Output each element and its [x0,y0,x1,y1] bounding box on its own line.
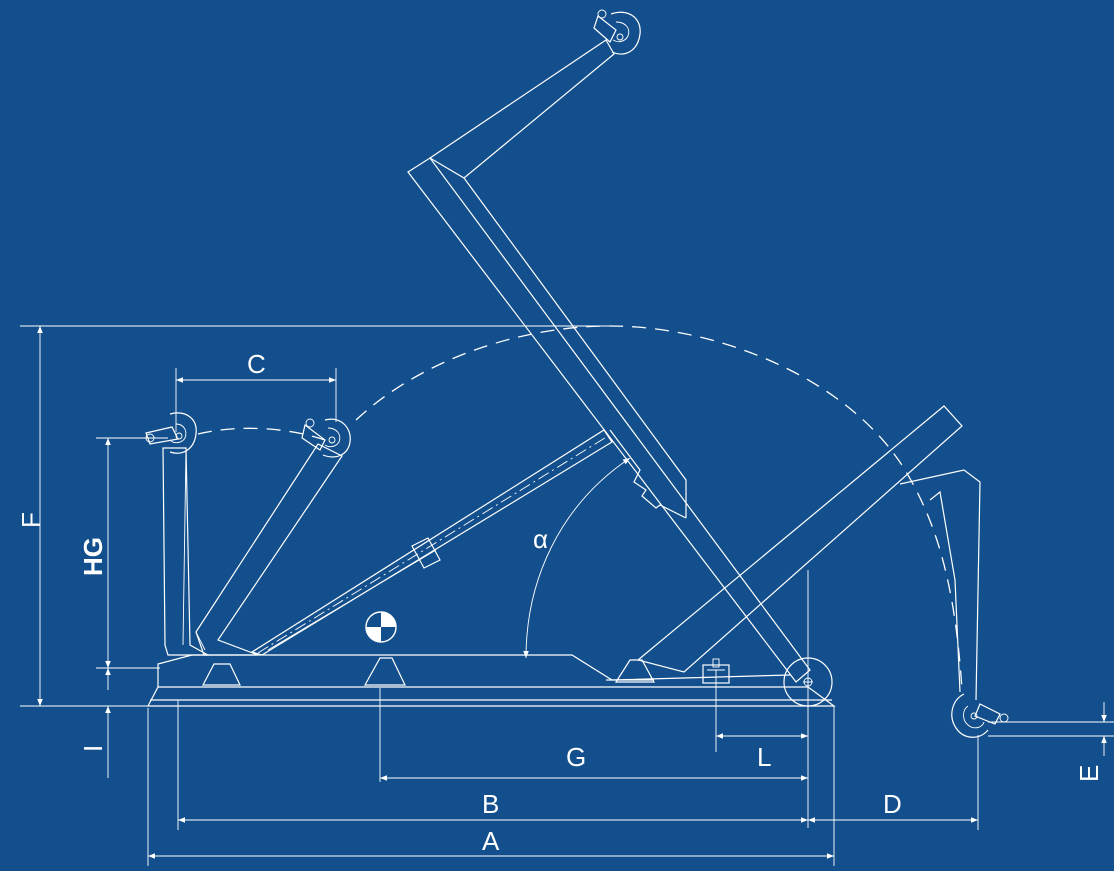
swing-path [197,325,963,691]
dim-b-label: B [482,789,499,819]
dimension-labels: C G L B D A F HG I E [16,349,1104,856]
hook-arm-stowed [145,412,211,656]
hook-arm-raised [407,9,811,683]
dim-a-label: A [482,826,500,856]
alpha-angle: α [523,457,631,659]
hydraulic-cylinder [250,429,613,656]
dim-l-label: L [757,742,771,772]
hook-arm-tilted [195,418,351,656]
dim-d-label: D [883,789,902,819]
dim-i-label: I [78,745,108,752]
rear-lock [702,658,730,684]
dim-e-label: E [1074,765,1104,782]
dimensions [20,325,1114,866]
dim-g-label: G [566,742,586,772]
dim-f-label: F [16,512,46,528]
center-of-gravity-icon [365,611,397,643]
alpha-label: α [533,524,548,554]
subframe [147,654,836,707]
dim-c-label: C [247,349,266,379]
dim-hg-label: HG [78,537,108,576]
